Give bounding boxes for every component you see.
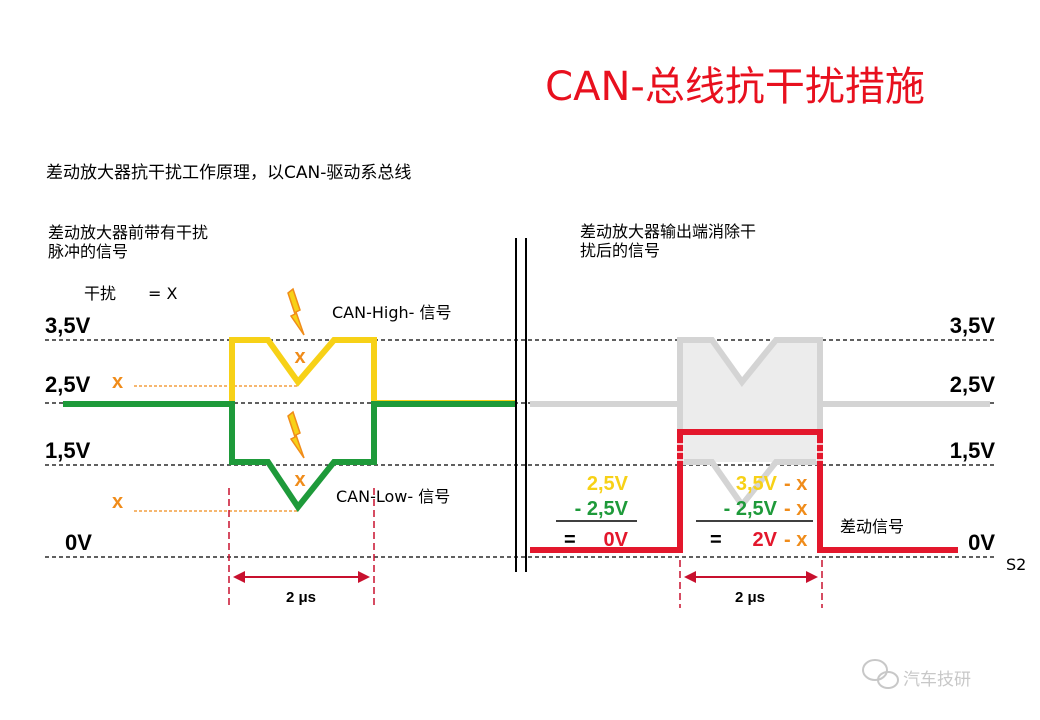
lightning-bolt-icon [287,287,305,336]
interference-x-low: x [294,469,305,491]
interference-marker-low: x [112,491,123,513]
duration-label-left: 2 μs [286,589,316,606]
calc-idle: 2,5V - 2,5V = 0V [556,473,637,551]
calc2-result: 2V [753,529,778,551]
calc2-equals: = [710,529,722,551]
ghost-can-high [530,337,990,407]
calc2-result-x: - x [784,529,807,551]
arrow-heads [233,571,818,583]
left-section-label-1: 差动放大器前带有干扰 [48,223,208,242]
interference-marker-high: x [112,371,123,393]
wechat-icon [862,659,899,689]
differential-signal-label: 差动信号 [840,517,904,536]
calc1-result: 0V [604,529,629,551]
watermark-text: 汽车技研 [903,670,971,690]
watermark: 汽车技研 [862,659,971,690]
calc1-b: - 2,5V [575,498,629,520]
right-section-label-1: 差动放大器输出端消除干 [580,222,756,241]
page-id: S2 [1006,555,1026,574]
volt-label-right-3-5v: 3,5V [950,313,996,338]
volt-label-right-0v: 0V [968,530,995,555]
can-low-label: CAN-Low- 信号 [336,487,450,506]
legend-equals-x: = X [148,284,177,303]
page-title: CAN-总线抗干扰措施 [545,64,925,110]
lightning-bolt-icon [287,410,305,459]
can-high-label: CAN-High- 信号 [332,303,452,322]
duration-label-right: 2 μs [735,589,765,606]
calc2-b-x: - x [784,498,807,520]
volt-label-left-1-5v: 1,5V [45,438,91,463]
can-high-signal [229,337,515,406]
volt-label-right-1-5v: 1,5V [950,438,996,463]
calc2-a: 3,5V [736,473,778,495]
ghost-fill [680,340,820,462]
volt-label-left-0v: 0V [65,530,92,555]
timing-markers [228,488,823,608]
right-section-label-2: 扰后的信号 [580,241,660,260]
differential-signal-stripes [676,443,824,461]
calc-active: 3,5V - x - 2,5V - x = 2V - x [696,473,813,551]
calc1-a: 2,5V [587,473,629,495]
can-low-signal [63,401,515,513]
volt-label-right-2-5v: 2,5V [950,372,996,397]
calc1-equals: = [564,529,576,551]
calc2-a-x: - x [784,473,807,495]
left-section-label-2: 脉冲的信号 [48,242,128,261]
differential-signal [530,429,958,553]
interference-x-high: x [294,346,305,368]
legend-interference-text: 干扰 [84,284,116,303]
subtitle: 差动放大器抗干扰工作原理，以CAN-驱动系总线 [46,163,411,183]
volt-label-left-2-5v: 2,5V [45,372,91,397]
volt-label-left-3-5v: 3,5V [45,313,91,338]
calc2-b: - 2,5V [724,498,778,520]
